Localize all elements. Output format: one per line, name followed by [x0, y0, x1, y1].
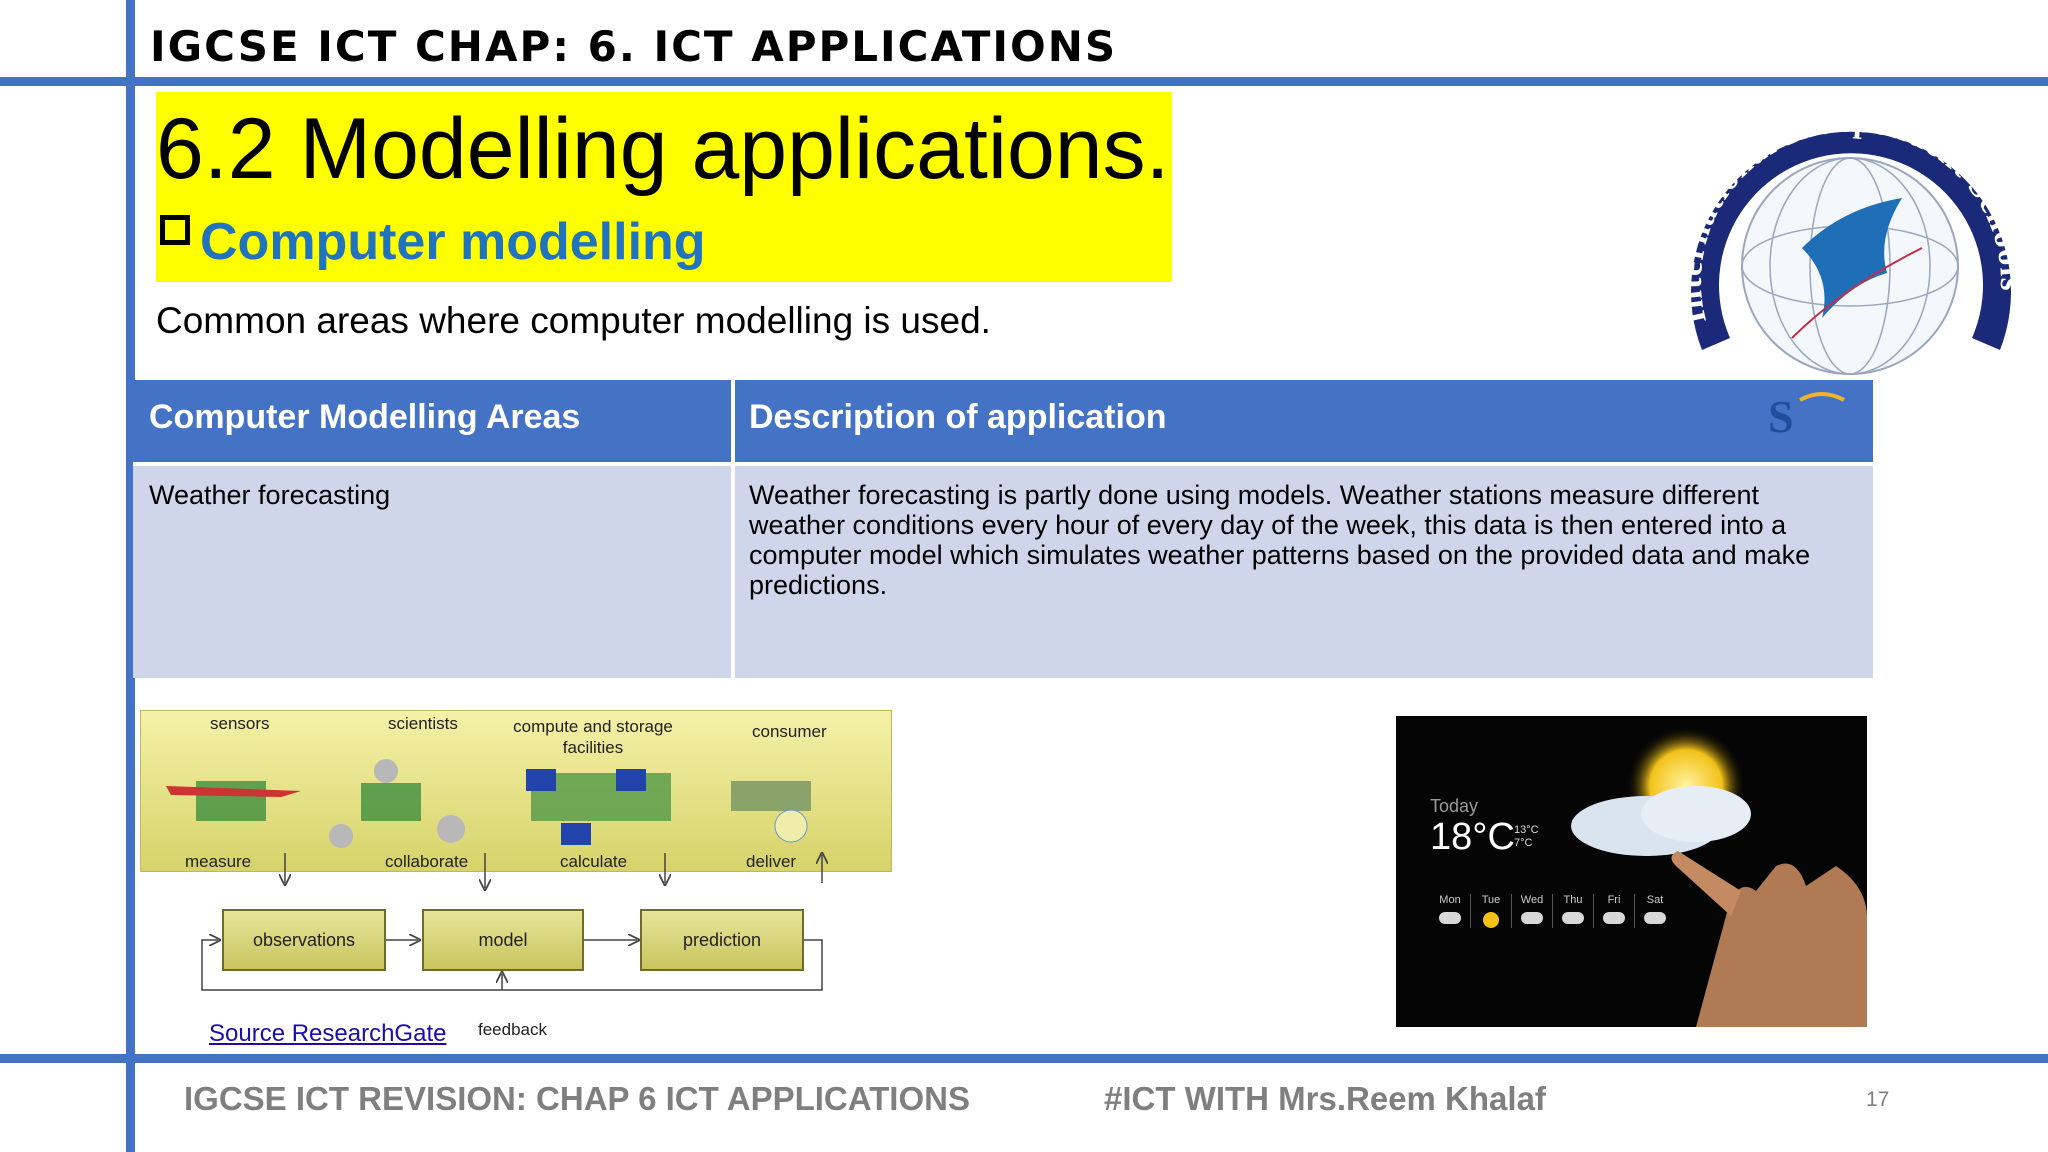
- header-title: IGCSE ICT CHAP: 6. ICT APPLICATIONS: [150, 22, 1118, 71]
- table-header-row: [133, 380, 1873, 462]
- sun-icon: [1483, 912, 1499, 928]
- weather-forecast-image: Today 18°C 13°C 7°C Mon Tue Wed Thu Fri …: [1396, 716, 1867, 1027]
- intro-text: Common areas where computer modelling is…: [156, 300, 991, 341]
- source-researchgate-link[interactable]: Source ResearchGate: [209, 1020, 447, 1047]
- cell-description: Weather forecasting is partly done using…: [749, 480, 1811, 600]
- weather-illustration: [1571, 726, 1867, 1027]
- weather-day: Tue: [1470, 894, 1511, 928]
- school-logo: International Independent Schools S: [1672, 88, 2028, 444]
- page-number: 17: [1866, 1088, 1890, 1111]
- weather-low: 7°C: [1514, 837, 1533, 849]
- sun-cloud-icon: [774, 809, 808, 843]
- cloud-icon: [1603, 912, 1625, 924]
- plane-icon: [166, 786, 301, 797]
- label-scientists: scientists: [388, 714, 458, 733]
- rain-icon: [1644, 912, 1666, 924]
- server-icon: [526, 769, 556, 791]
- diagram-image-band: [140, 710, 892, 872]
- modelling-table: Computer Modelling Areas Description of …: [133, 380, 1873, 678]
- hand-icon: [1696, 863, 1867, 1027]
- slide-subtitle: Computer modelling: [160, 212, 706, 272]
- label-collaborate: collaborate: [385, 852, 469, 871]
- server-icon: [561, 823, 591, 845]
- diagram-arrows: [201, 708, 890, 991]
- footer-divider: [0, 1054, 2048, 1063]
- weather-temperature: 18°C: [1430, 816, 1515, 858]
- rain-icon: [1562, 912, 1584, 924]
- subtitle-text: Computer modelling: [200, 213, 706, 271]
- label-feedback: feedback: [478, 1020, 547, 1039]
- weather-day: Wed: [1511, 894, 1552, 928]
- weather-days-row: Mon Tue Wed Thu Fri Sat: [1430, 894, 1675, 928]
- header-cell-areas: Computer Modelling Areas: [149, 398, 581, 436]
- people-icon: [329, 824, 353, 848]
- cloud-icon: [1439, 912, 1461, 924]
- title-highlight: [156, 92, 1172, 282]
- label-compute: compute and storage facilities: [513, 717, 673, 757]
- people-icon: [437, 815, 465, 843]
- box-model: model: [422, 909, 584, 971]
- weather-model-diagram: sensors scientists compute and storage f…: [140, 708, 892, 1048]
- box-prediction: prediction: [640, 909, 804, 971]
- label-calculate: calculate: [560, 852, 628, 871]
- column-divider: [731, 380, 735, 678]
- row-divider: [133, 462, 1873, 466]
- cell-area: Weather forecasting: [149, 480, 391, 510]
- label-consumer: consumer: [752, 722, 827, 741]
- weather-day: Sat: [1634, 894, 1675, 928]
- checkbox-bullet-icon: [160, 215, 190, 245]
- weather-day: Mon: [1430, 894, 1470, 928]
- svg-text:S: S: [1768, 391, 1794, 442]
- slide-title: 6.2 Modelling applications.: [156, 101, 1170, 197]
- server-icon: [616, 769, 646, 791]
- label-measure: measure: [185, 852, 252, 871]
- weather-day: Thu: [1552, 894, 1593, 928]
- weather-high: 13°C: [1514, 824, 1539, 836]
- farm-scene-icon: [731, 781, 811, 811]
- footer-author: #ICT WITH Mrs.Reem Khalaf: [1104, 1080, 1546, 1117]
- header-cell-description: Description of application: [749, 398, 1167, 436]
- weather-day: Fri: [1593, 894, 1634, 928]
- diagram-illustrations: [166, 759, 811, 848]
- label-sensors: sensors: [210, 714, 270, 733]
- box-observations: observations: [222, 909, 386, 971]
- table-row: [133, 466, 1873, 678]
- header-divider: [0, 77, 2048, 86]
- left-frame-line: [126, 0, 135, 1152]
- world-map-icon: [361, 783, 421, 821]
- cloud-icon: [1521, 912, 1543, 924]
- label-deliver: deliver: [746, 852, 797, 871]
- footer-chapter-title: IGCSE ICT REVISION: CHAP 6 ICT APPLICATI…: [184, 1080, 970, 1117]
- school-logo-icon: International Independent Schools S: [1673, 103, 2028, 442]
- weather-high-low: 13°C 7°C: [1514, 824, 1539, 850]
- weather-today-label: Today: [1430, 796, 1479, 816]
- people-icon: [374, 759, 398, 783]
